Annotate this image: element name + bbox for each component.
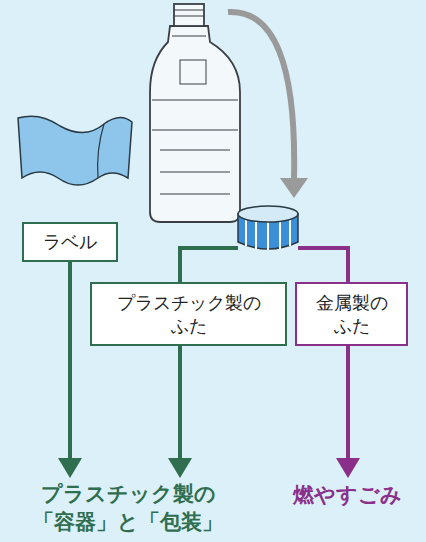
leader-line bbox=[298, 248, 348, 282]
removal-arrow bbox=[228, 12, 294, 180]
bottle-ridge bbox=[152, 100, 238, 101]
cap-stripe bbox=[289, 220, 291, 246]
cap-stripe bbox=[245, 220, 247, 246]
bottle-ridge bbox=[174, 10, 204, 11]
bottle-ridge bbox=[160, 150, 230, 151]
category-box: ラベル bbox=[22, 222, 118, 262]
bottle-ridge bbox=[174, 16, 204, 17]
bottle-mark bbox=[180, 60, 206, 84]
bottle-ridge bbox=[160, 194, 230, 195]
label-curl bbox=[98, 124, 104, 178]
cap-stripe bbox=[267, 222, 269, 250]
bottle-ridge bbox=[172, 36, 206, 37]
removal-arrowhead bbox=[280, 178, 308, 198]
cap-stripe bbox=[279, 222, 281, 249]
node-text: プラスチック製の 「容器」と「包装」 bbox=[12, 480, 244, 537]
bottle-ridge bbox=[152, 130, 238, 131]
destination-text: プラスチック製の 「容器」と「包装」 bbox=[12, 478, 244, 538]
bottle-body bbox=[150, 26, 240, 222]
cap-stripe bbox=[255, 222, 257, 249]
category-box: 金属製の ふた bbox=[295, 282, 408, 346]
node-text: プラスチック製の ふた bbox=[98, 291, 279, 338]
flow-arrow bbox=[68, 262, 72, 474]
category-box: プラスチック製の ふた bbox=[90, 282, 287, 346]
node-text: ラベル bbox=[43, 230, 97, 253]
flow-arrow bbox=[346, 346, 350, 474]
bottle-cap bbox=[174, 4, 204, 26]
label-illustration bbox=[18, 116, 132, 185]
cap-top bbox=[238, 206, 298, 222]
node-text: 金属製の ふた bbox=[303, 291, 400, 338]
bottle-ridge bbox=[160, 172, 230, 173]
flow-arrow bbox=[178, 346, 182, 474]
leader-line bbox=[180, 248, 238, 282]
destination-text: 燃やすごみ bbox=[278, 478, 416, 512]
node-text: 燃やすごみ bbox=[293, 481, 402, 509]
